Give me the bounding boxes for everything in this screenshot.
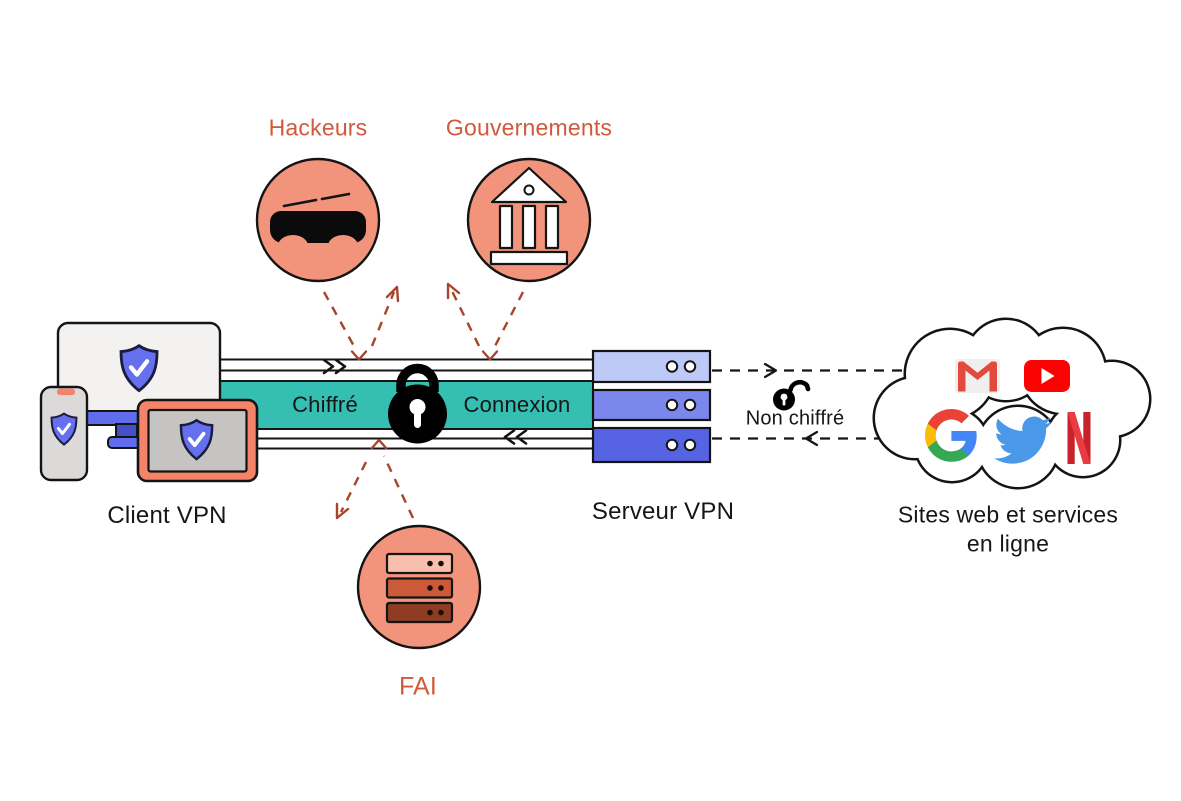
government-building-icon bbox=[489, 166, 569, 266]
blocked-arrow-hackers bbox=[322, 291, 368, 361]
isp-label: FAI bbox=[398, 672, 438, 701]
encrypted-label: Chiffré bbox=[292, 392, 358, 417]
blocked-arrow-isp bbox=[370, 438, 415, 519]
client-devices-icon bbox=[39, 321, 259, 483]
deflected-arrow-hackers bbox=[370, 285, 400, 347]
isp-server-rack-icon bbox=[385, 552, 454, 624]
google-icon bbox=[925, 409, 977, 462]
twitter-icon bbox=[994, 416, 1052, 464]
governments-badge bbox=[466, 157, 592, 283]
vpn-server-stack-icon bbox=[591, 349, 712, 464]
youtube-icon bbox=[1024, 360, 1070, 392]
hacker-mask-icon bbox=[270, 192, 366, 257]
cloud-icon bbox=[872, 317, 1152, 490]
unencrypted-link-outbound bbox=[712, 362, 912, 379]
vpn-server-label: Serveur VPN bbox=[591, 498, 735, 525]
governments-label: Gouvernements bbox=[445, 114, 613, 141]
smartphone-icon bbox=[39, 385, 89, 482]
netflix-icon bbox=[1067, 412, 1091, 464]
closed-padlock-icon bbox=[388, 363, 447, 444]
hackers-label: Hackeurs bbox=[268, 114, 368, 141]
websites-label-line1: Sites web et services bbox=[897, 501, 1119, 528]
deflected-arrow-isp bbox=[335, 461, 368, 520]
blocked-arrow-governments bbox=[481, 291, 525, 361]
deflected-arrow-governments bbox=[446, 282, 481, 347]
monitor-icon bbox=[56, 321, 222, 449]
connection-label: Connexion bbox=[463, 392, 571, 417]
not-encrypted-label: Non chiffré bbox=[745, 407, 845, 430]
chevrons-left-icon bbox=[503, 429, 528, 445]
websites-label-line2: en ligne bbox=[966, 530, 1050, 557]
chevrons-right-icon bbox=[322, 358, 347, 375]
client-vpn-label: Client VPN bbox=[107, 502, 227, 529]
hackers-badge bbox=[255, 157, 381, 283]
open-padlock-icon bbox=[773, 379, 811, 411]
isp-badge bbox=[356, 524, 482, 650]
gmail-icon bbox=[955, 359, 1000, 393]
unencrypted-link-inbound bbox=[712, 430, 886, 447]
tablet-icon bbox=[136, 398, 259, 483]
